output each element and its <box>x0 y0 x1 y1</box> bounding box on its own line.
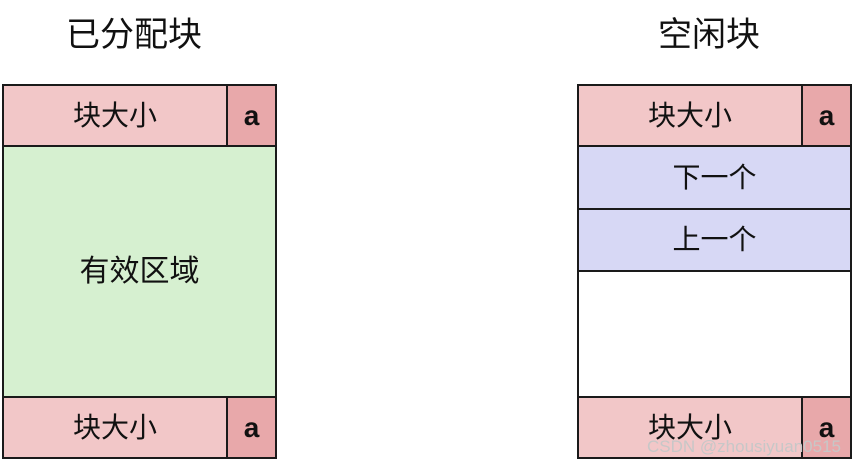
free-next-pointer: 下一个 <box>577 145 852 210</box>
allocated-header-size: 块大小 <box>2 84 228 147</box>
allocated-header-flag: a <box>226 84 277 147</box>
allocated-footer-size: 块大小 <box>2 396 228 459</box>
free-footer-size: 块大小 <box>577 396 803 459</box>
csdn-watermark: CSDN @zhousiyuan0515 <box>647 437 841 456</box>
free-header-size: 块大小 <box>577 84 803 147</box>
allocated-footer-flag: a <box>226 396 277 459</box>
allocated-block-title: 已分配块 <box>66 15 202 55</box>
free-footer-flag: a <box>801 396 852 459</box>
free-block-title: 空闲块 <box>658 15 760 55</box>
free-prev-pointer: 上一个 <box>577 208 852 272</box>
allocated-payload: 有效区域 <box>2 145 277 398</box>
free-header-flag: a <box>801 84 852 147</box>
free-unused-space <box>577 270 852 398</box>
